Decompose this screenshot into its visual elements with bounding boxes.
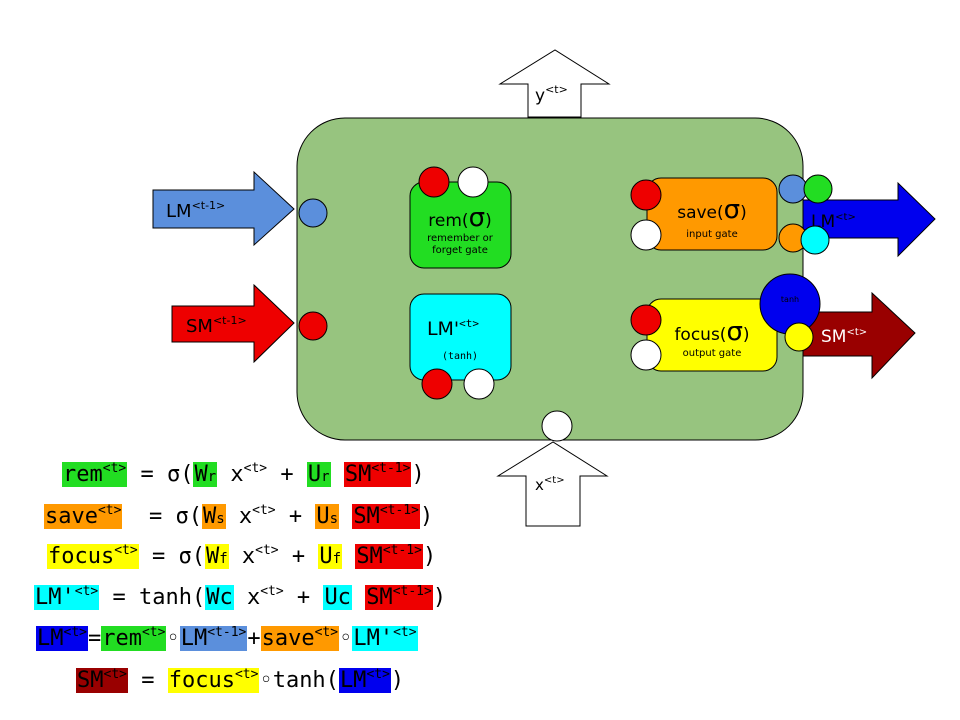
equation-lm: LM<t>=rem<t>◦LM<t-1>+save<t>◦LM'<t> — [36, 625, 418, 651]
eq-focus-lhs: focus<t> — [47, 543, 139, 569]
rem-gate-caption-1: remember or — [427, 233, 494, 244]
save-gate-sm-input — [630, 179, 662, 211]
lmprime-gate-caption: (tanh) — [442, 351, 478, 362]
cell-body — [296, 117, 804, 441]
focus-gate-x-input — [630, 339, 662, 371]
x-input-port — [541, 410, 573, 442]
sm-out-focus-port — [784, 322, 814, 352]
save-gate-x-input — [630, 219, 662, 251]
lmprime-gate-title: LM'<t> — [427, 317, 479, 340]
eq-sm-lm: LM<t> — [338, 667, 391, 693]
eq-lmprime-sm: SM<t-1> — [365, 584, 433, 610]
eq-lm-rem: rem<t> — [101, 625, 167, 651]
lm-prev-arrow — [152, 170, 295, 247]
lmprime-gate-sm-input — [421, 368, 453, 400]
save-gate-box — [646, 177, 778, 251]
eq-lmprime-u: Uc — [323, 585, 352, 610]
y-output-arrow — [498, 49, 611, 118]
eq-focus-sm: SM<t-1> — [355, 543, 423, 569]
lmprime-gate-x-input — [463, 368, 495, 400]
focus-gate-title: focus(σ) — [674, 317, 749, 347]
equation-sm: SM<t> = focus<t>◦tanh(LM<t>) — [76, 667, 405, 693]
y-output-label: y<t> — [535, 83, 568, 106]
x-input-label: x<t> — [535, 475, 565, 494]
sm-prev-port — [298, 311, 328, 341]
eq-lmprime-w: Wc — [205, 585, 234, 610]
lm-prev-port — [298, 198, 328, 228]
tanh-node-label: tanh — [781, 295, 799, 304]
save-gate-title: save(σ) — [677, 195, 747, 225]
rem-gate-x-input — [457, 166, 489, 198]
rem-gate-sm-input — [418, 166, 450, 198]
eq-save-lhs: save<t> — [44, 503, 123, 529]
sm-prev-label: SM<t-1> — [186, 314, 247, 337]
x-input-arrow — [496, 441, 609, 527]
eq-rem-w: Wr — [193, 462, 218, 487]
sm-output-label: SM<t> — [821, 327, 867, 347]
save-gate-caption: input gate — [686, 229, 737, 240]
eq-lmprime-lhs: LM'<t> — [34, 584, 100, 610]
eq-rem-u: Ur — [306, 462, 331, 487]
eq-save-w: Ws — [201, 504, 226, 529]
lm-out-lmprime-port — [800, 225, 830, 255]
lmprime-gate-box — [409, 293, 512, 381]
eq-lm-lmprime: LM'<t> — [352, 625, 418, 651]
eq-lm-lmprev: LM<t-1> — [179, 625, 248, 651]
focus-gate-caption: output gate — [683, 348, 742, 359]
eq-focus-u: Uf — [318, 544, 343, 569]
rem-gate-title: rem(σ) — [428, 203, 491, 233]
eq-sm-focus: focus<t> — [167, 667, 260, 693]
eq-focus-w: Wf — [204, 544, 229, 569]
sm-prev-arrow — [171, 283, 295, 364]
focus-gate-sm-input — [630, 304, 662, 336]
equation-lmprime: LM'<t> = tanh(Wc x<t> + Uc SM<t-1>) — [34, 584, 447, 610]
eq-save-sm: SM<t-1> — [352, 503, 420, 529]
lm-out-prev-port — [778, 174, 808, 204]
tanh-node — [759, 273, 821, 335]
rem-gate-caption-2: forget gate — [432, 245, 488, 256]
equation-save: save<t> = σ(Ws x<t> + Us SM<t-1>) — [44, 503, 434, 529]
sm-output-arrow — [802, 291, 916, 380]
equation-rem: rem<t> = σ(Wr x<t> + Ur SM<t-1>) — [62, 461, 425, 487]
eq-lm-lhs: LM<t> — [36, 625, 88, 651]
lm-prev-label: LM<t-1> — [166, 199, 225, 222]
eq-sm-lhs: SM<t> — [76, 667, 128, 693]
lm-out-rem-port — [803, 174, 833, 204]
equation-focus: focus<t> = σ(Wf x<t> + Uf SM<t-1>) — [47, 543, 437, 569]
eq-rem-lhs: rem<t> — [62, 461, 128, 487]
eq-save-u: Us — [315, 504, 340, 529]
eq-lm-save: save<t> — [260, 625, 340, 651]
eq-rem-sm: SM<t-1> — [343, 461, 412, 487]
